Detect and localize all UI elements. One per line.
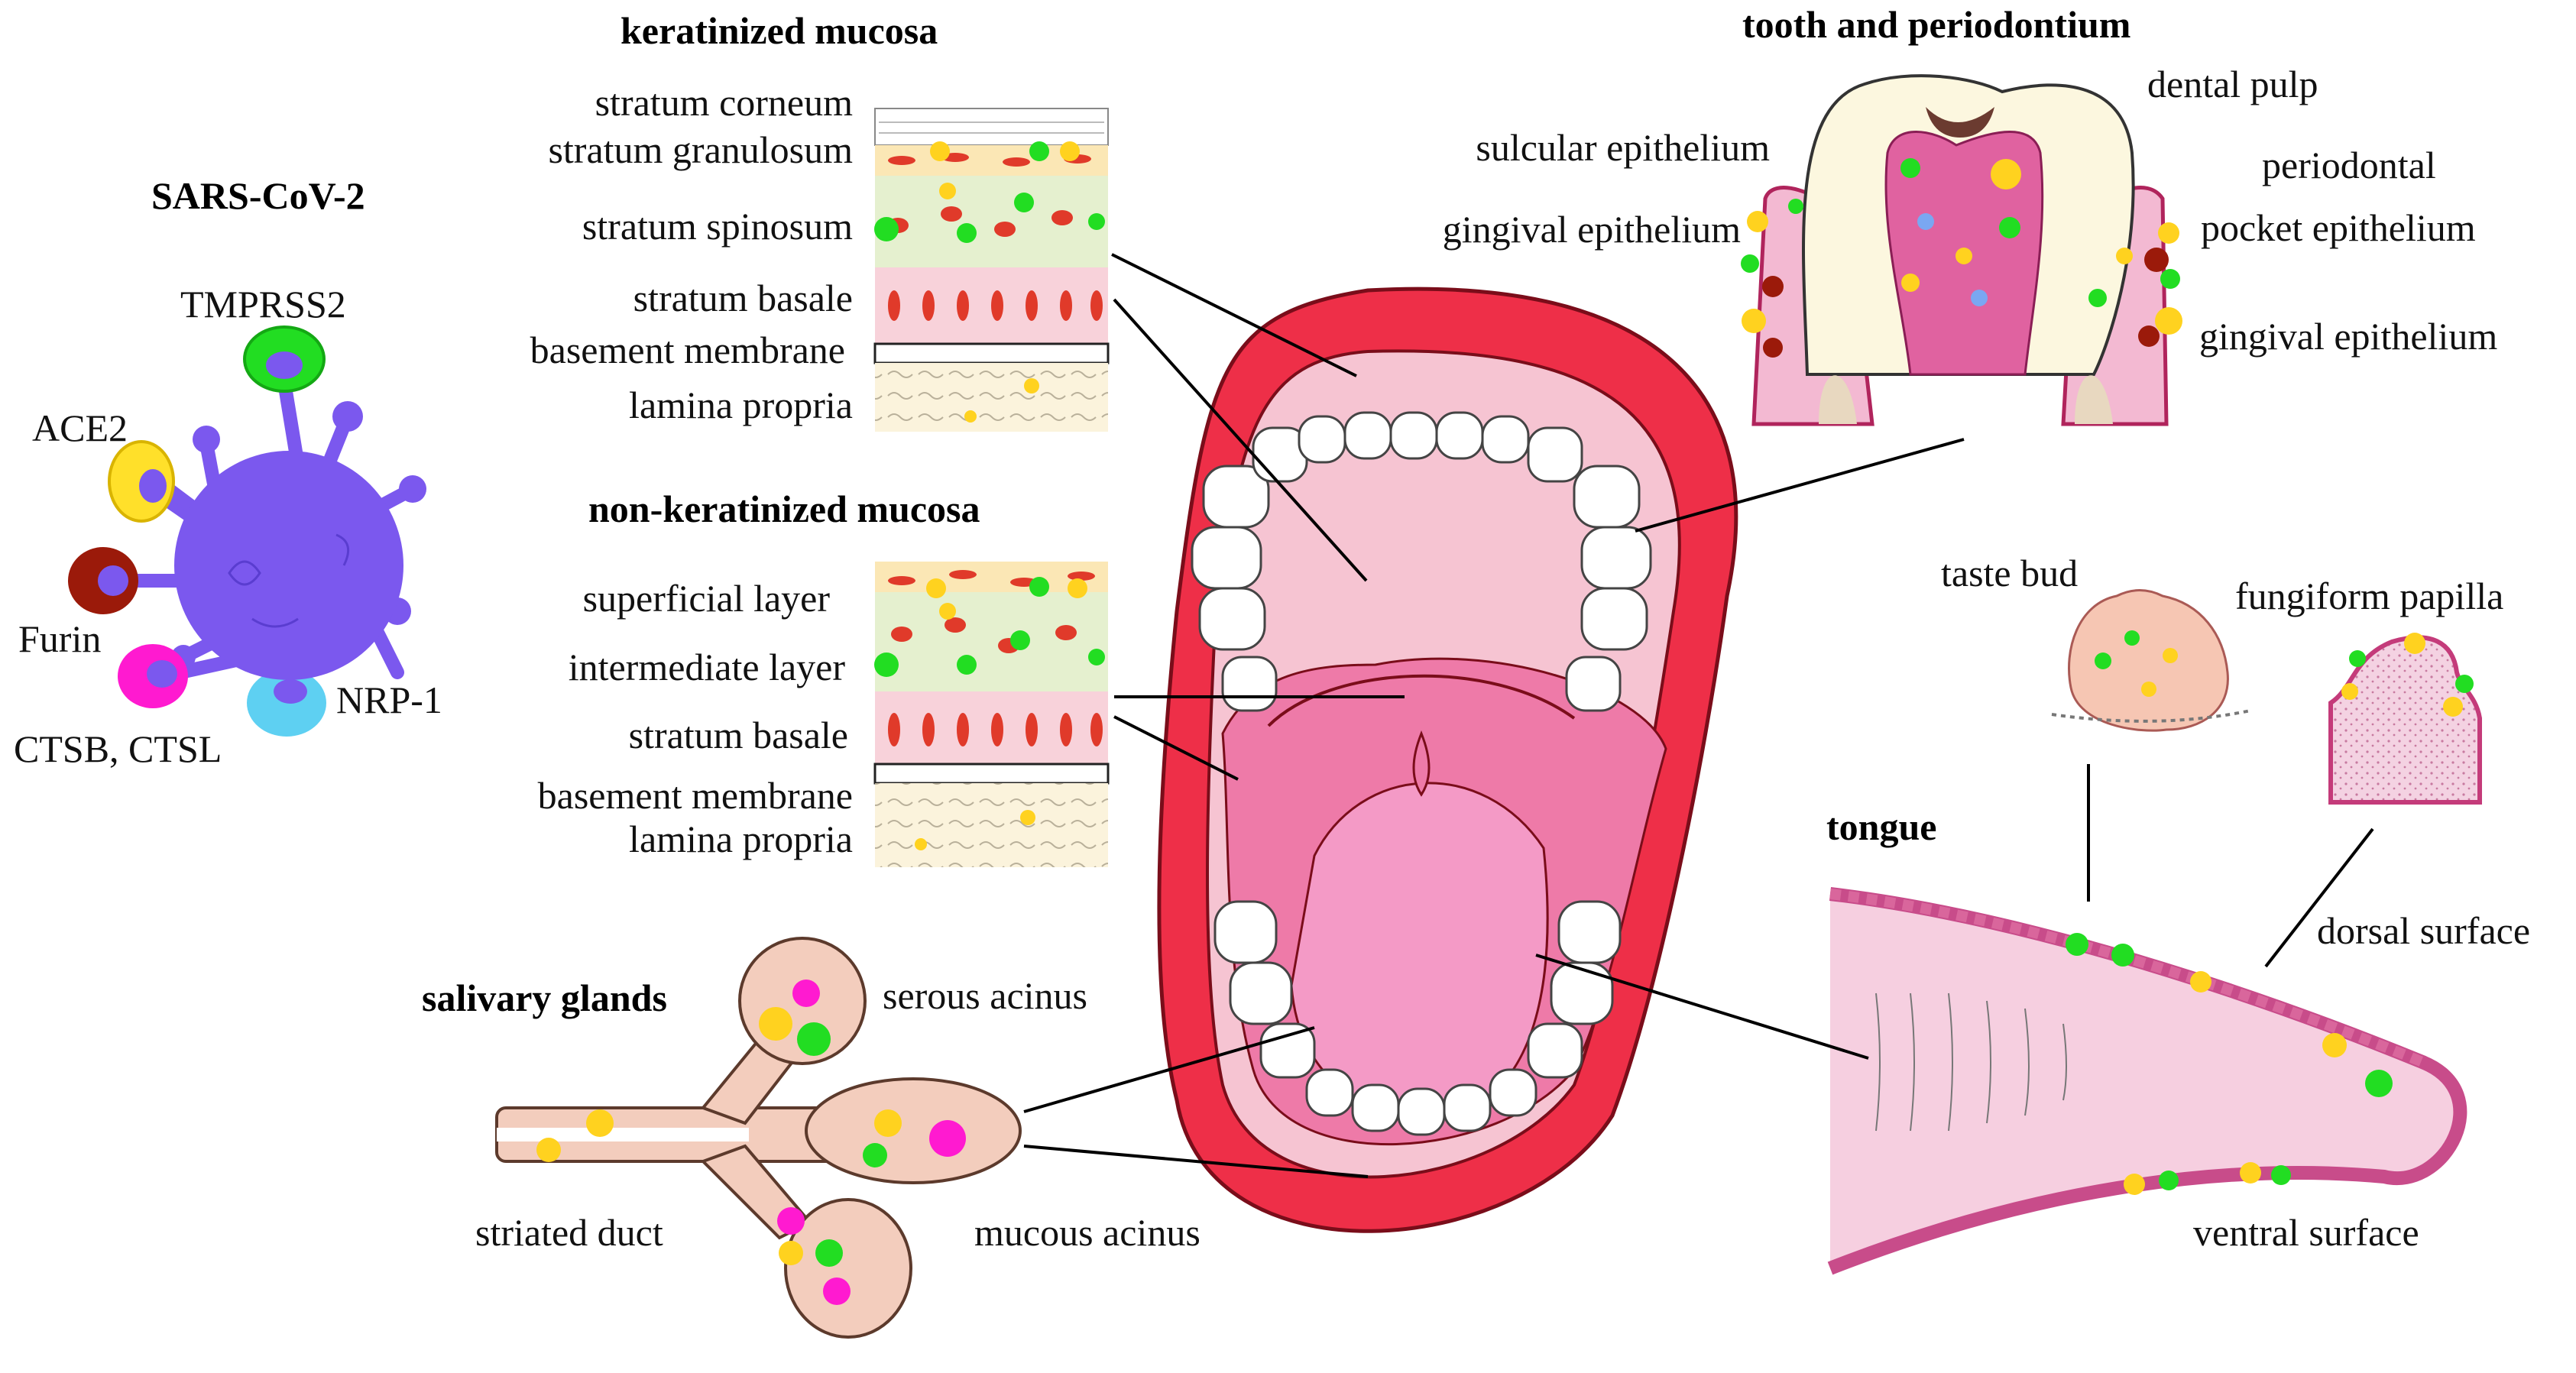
ace2-label: ACE2 <box>32 406 128 449</box>
nonker-layer-superficial: superficial layer <box>582 577 830 620</box>
dental-pulp-label: dental pulp <box>2147 63 2318 105</box>
keratinized-mucosa-title: keratinized mucosa <box>621 9 938 52</box>
ker-layer-basement-membrane: basement membrane <box>530 329 845 371</box>
taste-bud-illustration <box>2051 589 2251 732</box>
tooth-periodontium-illustration <box>1741 74 2182 426</box>
gingival-epithelium-right-label: gingival epithelium <box>2199 315 2498 358</box>
keratinized-mucosa-illustration <box>873 108 1110 432</box>
leader-lines <box>1023 253 2374 1178</box>
nonker-layer-stratum-basale: stratum basale <box>628 714 848 756</box>
ker-layer-lamina-propria: lamina propria <box>629 384 853 426</box>
fungiform-papilla-label: fungiform papilla <box>2235 575 2504 617</box>
furin-label: Furin <box>18 617 102 660</box>
striated-duct-label: striated duct <box>475 1211 663 1254</box>
open-mouth-illustration <box>1157 287 1738 1233</box>
nrp1-label: NRP-1 <box>336 678 442 721</box>
non-keratinized-mucosa-illustration <box>873 562 1110 867</box>
non-keratinized-mucosa-title: non-keratinized mucosa <box>588 487 980 530</box>
ker-layer-stratum-corneum: stratum corneum <box>595 81 853 124</box>
ctsb-ctsl-label: CTSB, CTSL <box>14 727 222 770</box>
nonker-layer-basement-membrane: basement membrane <box>537 774 853 817</box>
fungiform-papilla-illustration <box>2328 633 2482 805</box>
periodontal-label: periodontal <box>2262 144 2436 186</box>
ventral-surface-label: ventral surface <box>2193 1211 2419 1254</box>
serous-acinus-label: serous acinus <box>883 974 1087 1017</box>
ker-layer-stratum-granulosum: stratum granulosum <box>548 128 853 171</box>
ker-layer-stratum-basale: stratum basale <box>633 277 853 319</box>
tongue-illustration <box>1827 887 2467 1275</box>
gingival-epithelium-left-label: gingival epithelium <box>1442 208 1741 251</box>
tmprss2-label: TMPRSS2 <box>180 283 346 325</box>
virus-body <box>174 451 403 680</box>
tooth-periodontium-title: tooth and periodontium <box>1742 3 2131 46</box>
salivary-gland-markers <box>536 980 966 1305</box>
pocket-epithelium-label: pocket epithelium <box>2201 206 2476 249</box>
sulcular-epithelium-label: sulcular epithelium <box>1476 126 1770 169</box>
ker-layer-stratum-spinosum: stratum spinosum <box>582 205 853 248</box>
mucous-acinus-label: mucous acinus <box>974 1211 1201 1254</box>
sars-cov-2-virus <box>68 325 426 737</box>
virus-title: SARS-CoV-2 <box>151 174 365 217</box>
tongue-title: tongue <box>1826 805 1937 848</box>
nonker-layer-intermediate: intermediate layer <box>568 646 845 688</box>
salivary-glands-title: salivary glands <box>422 976 667 1019</box>
nonker-layer-lamina-propria: lamina propria <box>629 818 853 860</box>
taste-bud-label: taste bud <box>1941 552 2079 594</box>
dorsal-surface-label: dorsal surface <box>2317 909 2531 952</box>
